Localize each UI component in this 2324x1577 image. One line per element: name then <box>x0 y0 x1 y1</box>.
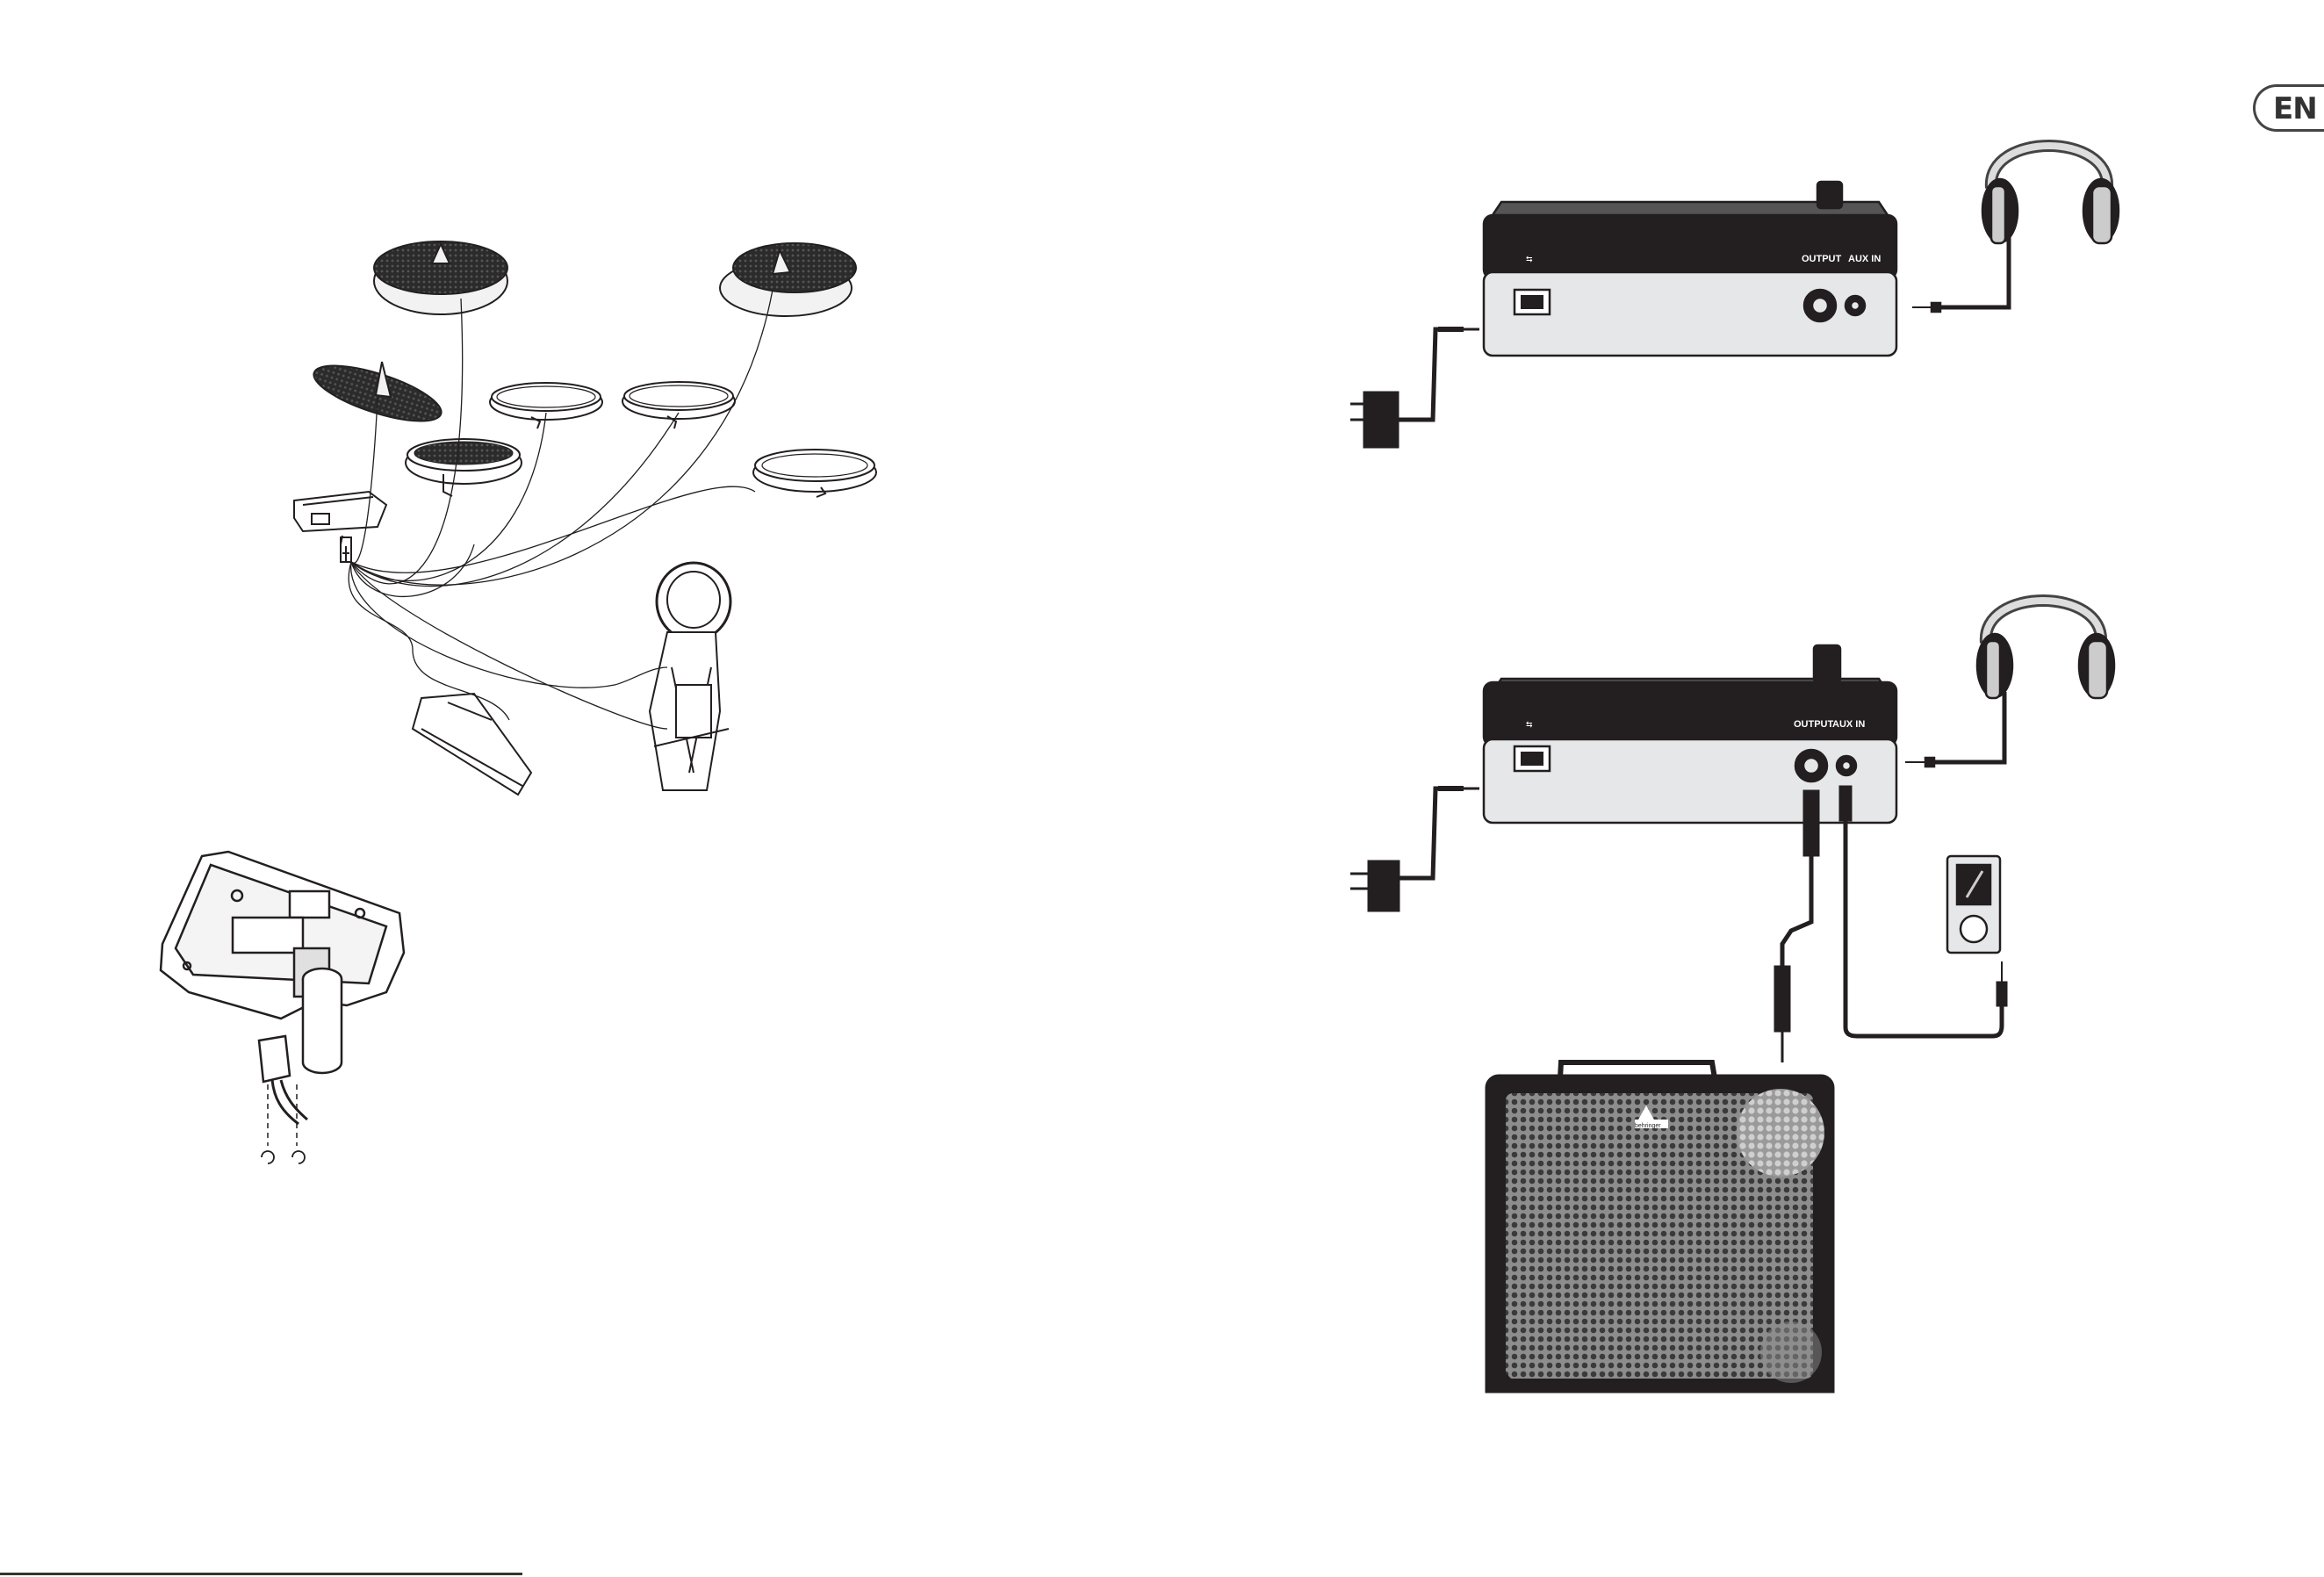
tom-pad-2 <box>622 382 735 428</box>
drum-module <box>294 492 386 562</box>
output-label-top: OUTPUT <box>1802 254 1842 264</box>
ride-cymbal <box>308 355 447 433</box>
snare-pad <box>406 439 522 496</box>
amp-brand-label: behringer <box>1635 1123 1661 1129</box>
headphones-icon <box>1912 146 2119 312</box>
output-label-bottom: OUTPUT <box>1794 719 1834 730</box>
tom-pad-3 <box>753 450 876 497</box>
headphones-icon <box>1905 601 2114 767</box>
power-adapter-icon <box>1350 329 1479 448</box>
hihat-pedal <box>413 694 531 795</box>
rear-panel-top <box>1484 182 1896 356</box>
usb-icon: ⇆ <box>1526 255 1533 263</box>
setup-headphones: ⇆ OUTPUT AUX IN <box>1350 146 2119 448</box>
aux-label-top: AUX IN <box>1848 254 1881 264</box>
module-underside-detail <box>161 852 404 1163</box>
footer-rule <box>0 1573 522 1575</box>
crash-cymbal-right <box>720 243 856 316</box>
crash-cymbal-left <box>374 241 507 314</box>
media-player-icon <box>1947 856 2000 953</box>
rear-panel-bottom <box>1484 645 1896 823</box>
power-adapter-icon <box>1350 788 1479 911</box>
output-cable <box>1774 790 1819 1062</box>
tom-pad-1 <box>490 383 602 428</box>
setup-amplifier: ⇆ OUTPUT AUX IN <box>1350 601 2114 1392</box>
usb-icon: ⇆ <box>1526 720 1533 729</box>
guitar-amplifier: behringer <box>1486 1062 1833 1392</box>
drum-kit-illustration <box>294 241 876 795</box>
kick-pad <box>650 563 730 790</box>
aux-label-bottom: AUX IN <box>1832 719 1865 730</box>
